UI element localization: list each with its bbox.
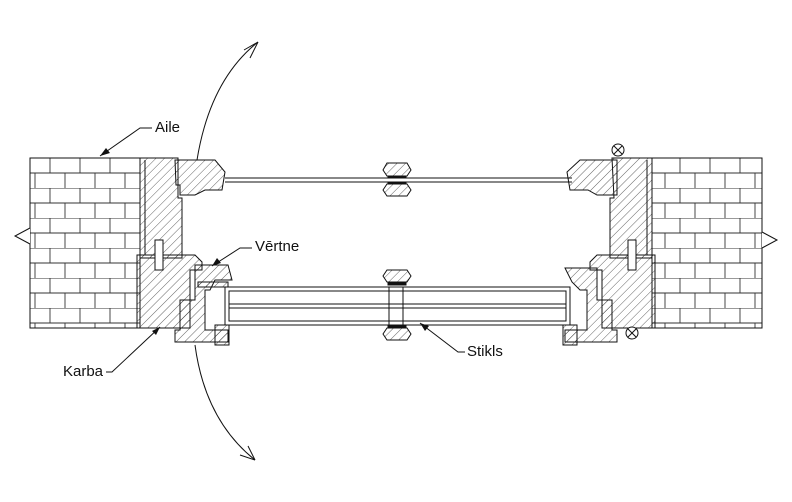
label-stikls: Stikls (467, 343, 503, 360)
leader-aile (99, 127, 152, 157)
left-brick-wall (13, 157, 141, 329)
opening-arc-lower (194, 344, 256, 461)
right-brick-wall (651, 157, 779, 329)
lower-double-glazing (224, 286, 571, 326)
upper-glass (225, 177, 572, 183)
lower-spacer (382, 269, 412, 341)
right-upper-sash (566, 159, 618, 196)
label-vertne: Vērtne (255, 238, 300, 255)
hinge-icon-bottom (625, 326, 639, 340)
arrow-head-upper (243, 41, 259, 59)
hinge-icon-top (611, 143, 625, 157)
left-upper-sash (174, 159, 226, 196)
right-lower-sash (562, 267, 618, 346)
opening-arc-upper (196, 41, 259, 161)
left-lower-sash (174, 264, 233, 346)
upper-spacer (382, 162, 412, 197)
leader-karba (106, 326, 161, 373)
leader-stikls (419, 322, 465, 353)
leader-vertne (211, 247, 252, 267)
label-karba: Karba (63, 363, 104, 380)
label-aile: Aile (155, 119, 181, 136)
arrow-head-lower (239, 445, 256, 461)
